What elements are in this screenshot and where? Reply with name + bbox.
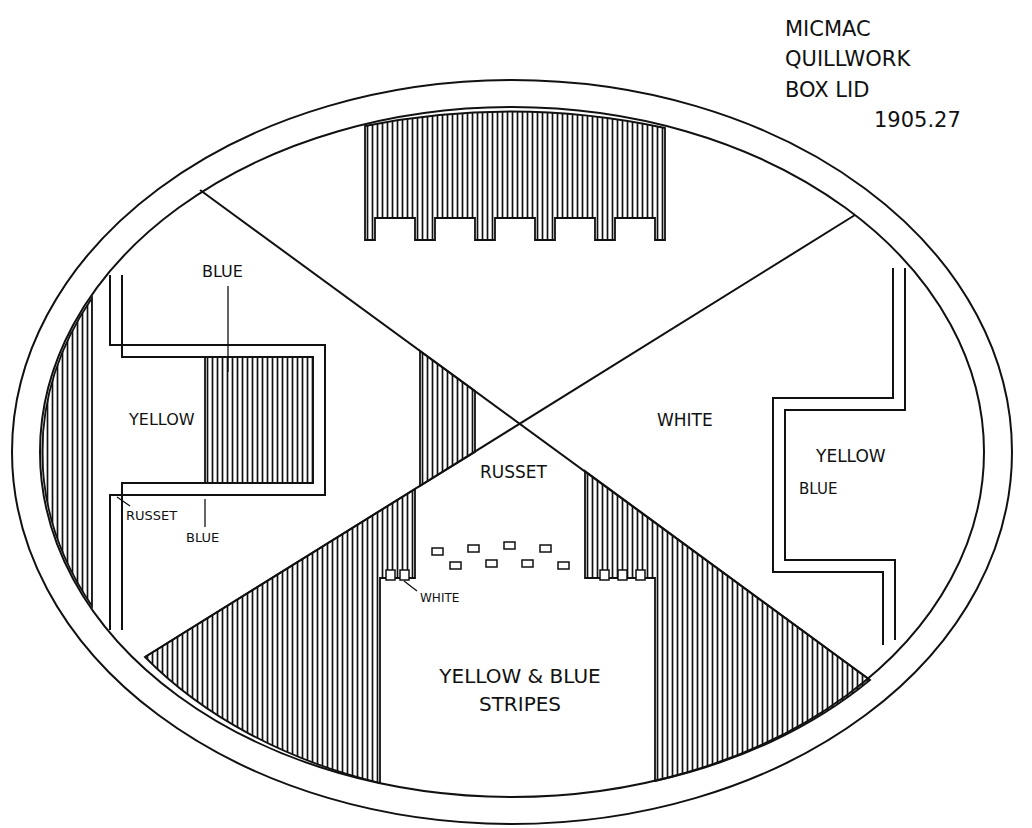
right-step-inner-line — [773, 268, 893, 645]
color-label: WHITE — [655, 410, 715, 430]
leader-line — [227, 286, 228, 372]
white-square — [522, 560, 533, 567]
white-square — [450, 562, 461, 569]
color-label: YELLOW — [814, 446, 888, 466]
catalog-number: 1905.27 — [872, 108, 963, 133]
color-label: YELLOW — [127, 410, 197, 429]
color-label: RUSSET — [478, 462, 549, 482]
color-label: BLUE — [797, 480, 839, 498]
leader-line — [404, 581, 417, 591]
bottom-right-wedge — [585, 471, 870, 781]
leader-line — [117, 497, 130, 506]
blue-hatched-panel — [205, 357, 313, 483]
white-tooth — [400, 570, 409, 580]
white-tooth — [618, 570, 627, 580]
white-square — [432, 548, 443, 555]
color-label: WHITE — [418, 591, 461, 605]
lid-inner-rim — [40, 107, 984, 797]
white-tooth — [386, 570, 395, 580]
white-square — [540, 545, 551, 552]
left-step-outline — [110, 275, 325, 630]
color-label: RUSSET — [124, 508, 179, 524]
lid-outer-rim — [12, 80, 1012, 824]
color-label: BLUE — [184, 530, 221, 546]
color-label: BLUE — [200, 262, 245, 281]
top-hatched-band — [365, 111, 665, 240]
white-tooth — [600, 570, 609, 580]
white-tooth — [636, 570, 645, 580]
right-step-outline — [785, 268, 905, 640]
left-step-inner-line — [122, 275, 313, 630]
leader-line — [204, 499, 205, 527]
center-left-strip — [420, 351, 475, 486]
white-square — [558, 562, 569, 569]
white-square — [504, 542, 515, 549]
color-label: YELLOW & BLUE STRIPES — [402, 662, 638, 718]
bottom-left-wedge — [145, 489, 415, 783]
title-note: MICMAC QUILLWORK BOX LID — [785, 14, 935, 105]
white-square — [468, 545, 479, 552]
left-edge-strip — [42, 298, 92, 606]
white-square — [486, 560, 497, 567]
